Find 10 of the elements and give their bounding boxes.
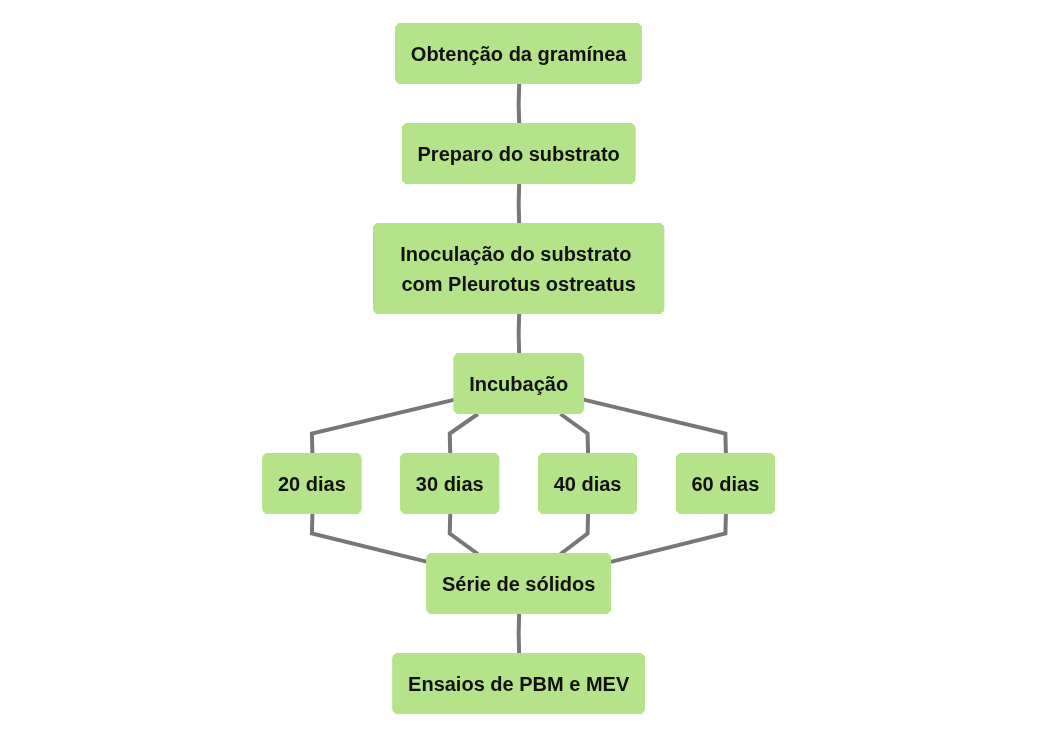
connector bbox=[559, 412, 591, 455]
connector bbox=[583, 397, 729, 455]
connector bbox=[448, 412, 480, 455]
connector bbox=[610, 513, 729, 564]
connector bbox=[517, 613, 522, 655]
connector bbox=[517, 313, 522, 355]
connector bbox=[517, 183, 522, 225]
connector bbox=[517, 83, 522, 125]
connector bbox=[310, 513, 429, 564]
connector bbox=[310, 397, 456, 455]
